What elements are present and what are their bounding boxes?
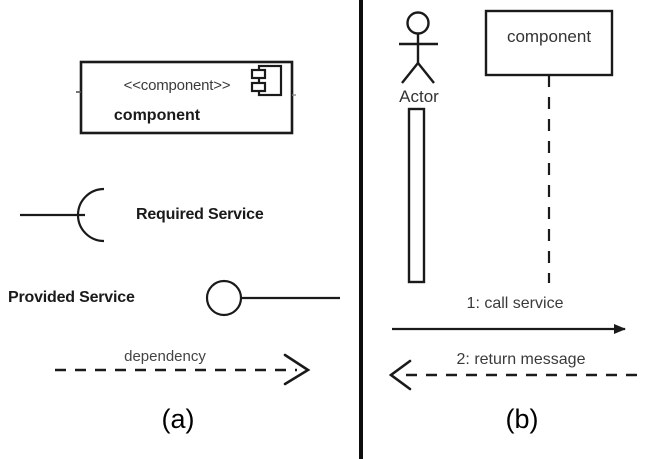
actor-head-icon	[406, 11, 430, 35]
panel-b-caption: (b)	[505, 404, 539, 434]
message-2-open-arrowhead	[388, 359, 412, 391]
actor-activation-bar	[407, 107, 426, 284]
required-service-socket-arc	[76, 187, 105, 243]
actor-leg-left-line	[401, 62, 419, 84]
panel-a-caption: (a)	[161, 404, 195, 434]
component-stereotype-label: <<component>>	[123, 77, 231, 94]
component-name-label: component	[113, 107, 201, 124]
provided-service-circle	[205, 279, 243, 317]
component-icon	[250, 64, 283, 97]
actor-leg-right-line	[417, 62, 435, 84]
provided-service-label: Provided Service	[8, 289, 135, 306]
message-1-call-service-label: 1: call service	[466, 295, 564, 312]
message-2-return-message-label: 2: return message	[456, 351, 586, 368]
dependency-open-arrowhead	[283, 353, 311, 386]
actor-stick-figure	[399, 11, 438, 84]
actor-label: Actor	[399, 87, 439, 106]
dependency-label: dependency	[124, 348, 206, 365]
required-service-label: Required Service	[136, 206, 264, 223]
component-lifeline-label: component	[506, 27, 592, 46]
